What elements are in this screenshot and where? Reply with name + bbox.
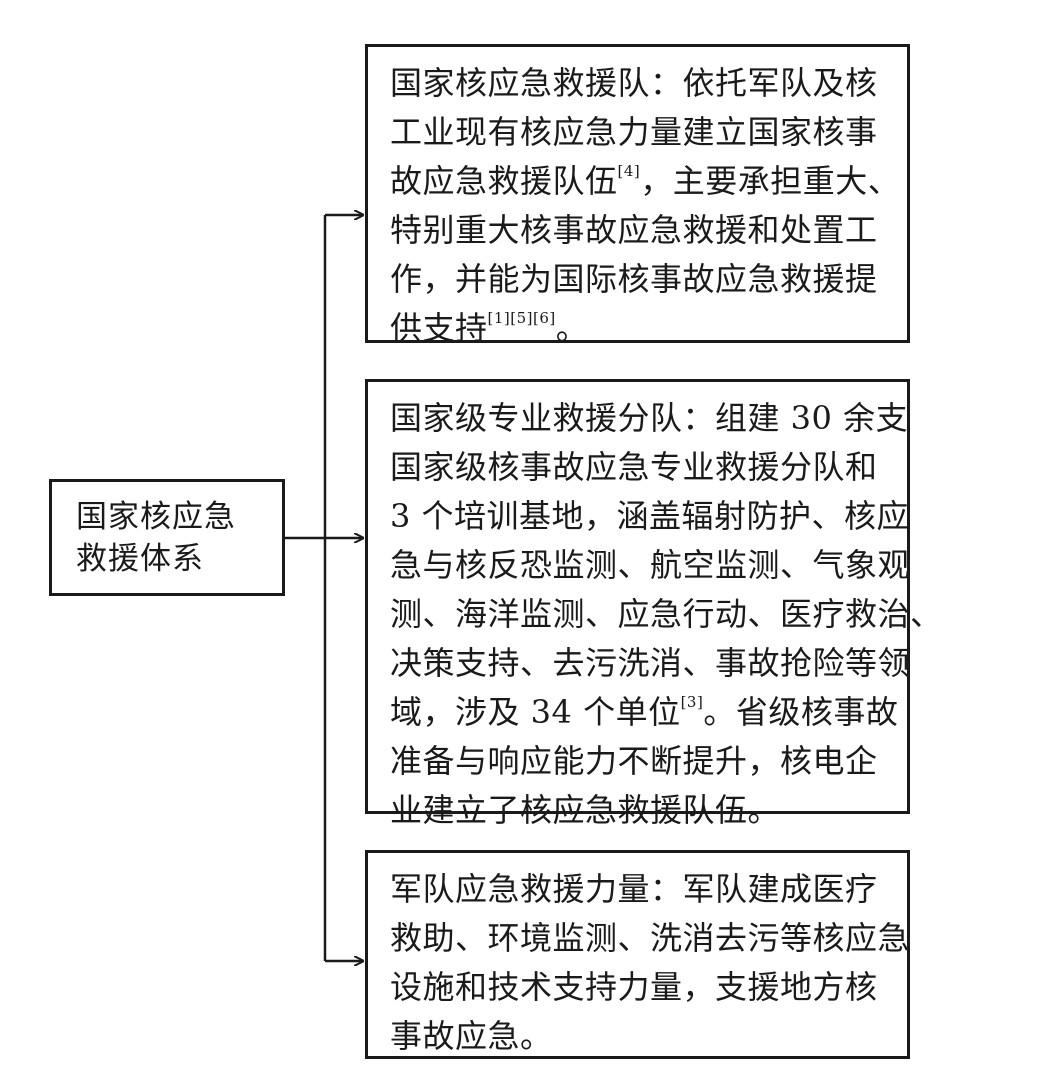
text-line: 事故应急。 bbox=[390, 1017, 553, 1055]
citation-ref: [3] bbox=[680, 693, 704, 711]
text-line: 救助、环境监测、洗消去污等核应急 bbox=[390, 919, 911, 957]
text-line: 业建立了核应急救援队伍。 bbox=[390, 791, 781, 829]
text-line: 国家级核事故应急专业救援分队和 bbox=[390, 448, 878, 486]
text-line: 作，并能为国际核事故应急救援提 bbox=[390, 260, 878, 298]
root-node-box: 国家核应急 救援体系 bbox=[49, 479, 285, 596]
text-line: 决策支持、去污洗消、事故抢险等领 bbox=[390, 644, 911, 682]
text-line: 工业现有核应急力量建立国家核事 bbox=[390, 113, 878, 151]
text-line: 测、海洋监测、应急行动、医疗救治、 bbox=[390, 595, 943, 633]
text-line: 急与核反恐监测、航空监测、气象观 bbox=[390, 546, 911, 584]
citation-ref: [4] bbox=[617, 162, 641, 180]
professional-teams-box: 国家级专业救援分队：组建 30 余支 国家级核事故应急专业救援分队和 3 个培训… bbox=[365, 379, 943, 829]
text-line: 设施和技术支持力量，支援地方核 bbox=[390, 968, 878, 1006]
text-line: 国家级专业救援分队：组建 30 余支 bbox=[390, 399, 909, 437]
text-line: 供支持[1][5][6]。 bbox=[390, 309, 589, 347]
text-line: 国家核应急救援队：依托军队及核 bbox=[390, 64, 878, 102]
root-label-line: 国家核应急 bbox=[76, 499, 236, 535]
text-line: 准备与响应能力不断提升，核电企 bbox=[390, 742, 878, 780]
text-line: 故应急救援队伍[4]，主要承担重大、 bbox=[390, 162, 901, 200]
text-line: 特别重大核事故应急救援和处置工 bbox=[390, 211, 878, 249]
root-label-line: 救援体系 bbox=[76, 541, 204, 577]
military-forces-box: 军队应急救援力量：军队建成医疗 救助、环境监测、洗消去污等核应急 设施和技术支持… bbox=[365, 850, 910, 1059]
national-team-box: 国家核应急救援队：依托军队及核 工业现有核应急力量建立国家核事 故应急救援队伍[… bbox=[365, 44, 910, 347]
citation-ref: [1][5][6] bbox=[487, 309, 556, 327]
text-line: 域，涉及 34 个单位[3]。省级核事故 bbox=[390, 693, 899, 731]
text-line: 3 个培训基地，涵盖辐射防护、核应 bbox=[390, 497, 910, 535]
text-line: 军队应急救援力量：军队建成医疗 bbox=[390, 870, 878, 908]
